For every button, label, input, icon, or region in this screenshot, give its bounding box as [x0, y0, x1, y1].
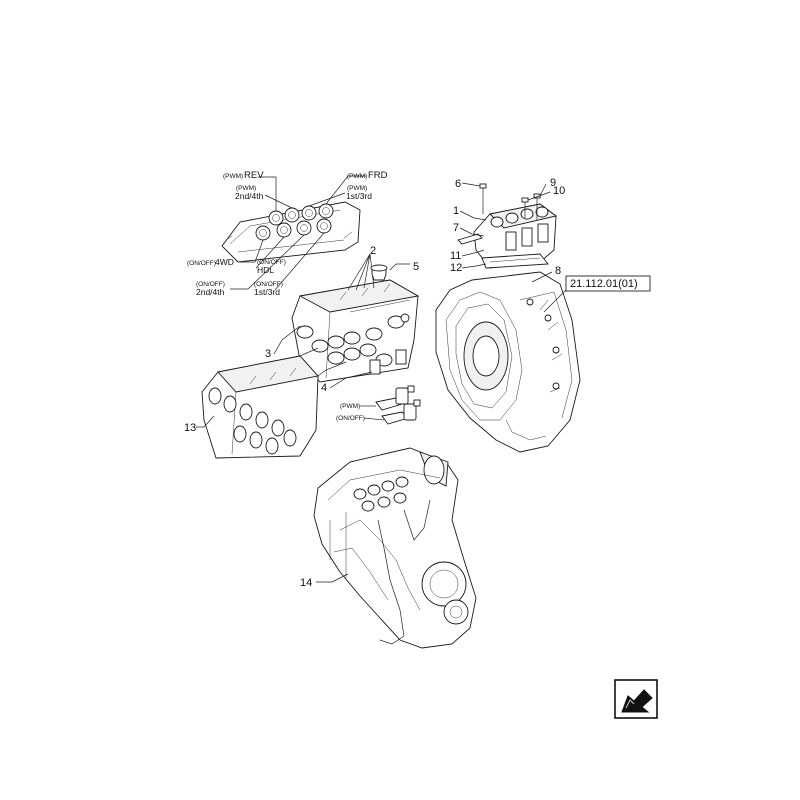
label-valve-pwm: (PWM): [340, 403, 360, 410]
housing-ports: [208, 387, 297, 455]
reference-label[interactable]: 21.112.01(01): [570, 278, 638, 290]
label-1st3rd-bottom: 1st/3rd: [254, 287, 280, 297]
callout-12: 12: [450, 262, 462, 274]
label-1st3rd-top-prefix: (PWM): [347, 185, 367, 192]
bolts: [479, 183, 541, 220]
callout-10: 10: [553, 185, 565, 197]
schematic-solenoids: [255, 203, 334, 241]
reference-box[interactable]: [565, 275, 651, 292]
callout-3a: 3: [265, 348, 271, 360]
valve-housing-13: [201, 355, 319, 459]
transmission-14: [313, 447, 477, 649]
callout-5: 5: [413, 261, 419, 273]
solenoid-valves-pair: [375, 385, 421, 425]
arrow-left-down-icon[interactable]: [614, 679, 658, 719]
callout-2: 2: [370, 245, 376, 257]
plug-5: [370, 264, 388, 281]
valve-block-solenoids: [296, 315, 405, 367]
callout-9: 9: [550, 177, 556, 189]
transmission-solenoids: [353, 476, 409, 512]
label-valve-onoff: (ON/OFF): [336, 415, 365, 422]
solenoid-schematic: [221, 175, 366, 291]
label-hdl-prefix: (ON/OFF): [257, 259, 286, 266]
callout-1: 1: [453, 205, 459, 217]
label-rev: REV: [244, 170, 264, 181]
bell-housing-8: [435, 271, 581, 453]
callout-6: 6: [455, 178, 461, 190]
control-module: [457, 203, 558, 269]
label-2nd4th-top-prefix: (PWM): [236, 185, 256, 192]
valve-block-assembly: [291, 279, 420, 383]
label-1st3rd-top: 1st/3rd: [346, 191, 372, 201]
label-4wd: 4WD: [215, 257, 234, 267]
label-2nd4th-bottom-prefix: (ON/OFF): [196, 281, 225, 288]
label-rev-prefix: (PWM): [223, 173, 243, 180]
label-1st3rd-bottom-prefix: (ON/OFF): [254, 281, 283, 288]
label-frd-prefix: (PWM): [347, 173, 367, 180]
callout-13: 13: [184, 422, 196, 434]
label-hdl: HDL: [257, 265, 274, 275]
label-4wd-prefix: (ON/OFF): [187, 260, 216, 267]
label-2nd4th-bottom: 2nd/4th: [196, 287, 225, 297]
callout-7: 7: [453, 222, 459, 234]
callout-14: 14: [300, 577, 312, 589]
module-solenoids: [490, 206, 549, 251]
callout-8: 8: [555, 265, 561, 277]
callout-11: 11: [450, 250, 461, 262]
callout-4b: 4: [321, 382, 327, 394]
label-2nd4th-top: 2nd/4th: [235, 191, 264, 201]
label-frd: FRD: [368, 170, 388, 181]
